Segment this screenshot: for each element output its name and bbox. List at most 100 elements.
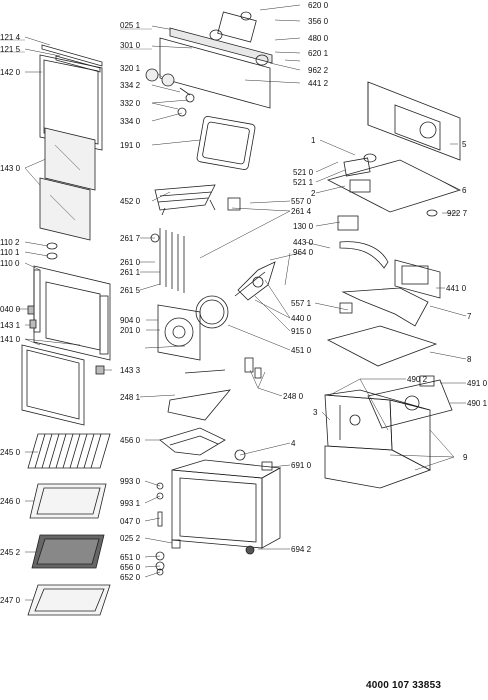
- part-label: 456 0: [120, 436, 141, 445]
- inner-door-glass: [21, 344, 85, 426]
- part-label: 047 0: [120, 517, 141, 526]
- drip-pan: [27, 584, 111, 616]
- part-label: 040 0: [0, 305, 21, 314]
- knobs: [145, 68, 195, 117]
- part-label: 521 0: [293, 168, 314, 177]
- part-label: 301 0: [120, 41, 141, 50]
- part-label: 3: [313, 408, 318, 417]
- part-label: 452 0: [120, 197, 141, 206]
- part-label: 247 0: [0, 596, 21, 605]
- fan-cover-plate: [157, 304, 201, 361]
- part-label: 441 2: [308, 79, 329, 88]
- part-label: 491 0: [467, 379, 488, 388]
- part-label: 191 0: [120, 141, 141, 150]
- top-cover-panel: [367, 81, 461, 161]
- part-label: 9: [463, 453, 468, 462]
- part-label: 025 2: [120, 534, 141, 543]
- air-duct: [339, 287, 429, 327]
- part-label: 490 2: [407, 375, 428, 384]
- part-label: 320 1: [120, 64, 141, 73]
- probe-and-wires: [184, 357, 262, 379]
- door-gasket: [196, 116, 256, 170]
- part-label: 2: [311, 189, 316, 198]
- part-label: 6: [462, 186, 467, 195]
- part-label: 245 0: [0, 448, 21, 457]
- part-label: 620 0: [308, 1, 329, 10]
- part-label: 440 0: [291, 314, 312, 323]
- part-label: 356 0: [308, 17, 329, 26]
- oven-housing: [324, 389, 431, 489]
- bottom-element: [159, 427, 226, 456]
- part-label: 441 0: [446, 284, 467, 293]
- part-label: 248 1: [120, 393, 141, 402]
- part-label: 141 0: [0, 335, 21, 344]
- part-label: 121 5: [0, 45, 21, 54]
- part-label: 261 5: [120, 286, 141, 295]
- control-panel-top: [159, 11, 273, 109]
- part-label: 7: [467, 312, 472, 321]
- part-label: 332 0: [120, 99, 141, 108]
- part-label: 443 0: [293, 238, 314, 247]
- part-label: 110 0: [0, 259, 20, 268]
- fan-shroud-slats: [150, 228, 185, 293]
- part-label: 922 7: [447, 209, 468, 218]
- part-label: 962 2: [308, 66, 329, 75]
- part-label: 121 4: [0, 33, 21, 42]
- part-label: 964 0: [293, 248, 314, 257]
- fan-ring: [195, 295, 229, 329]
- part-label: 248 0: [283, 392, 304, 401]
- part-label: 694 2: [291, 545, 312, 554]
- part-label: 480 0: [308, 34, 329, 43]
- door-trim-strips: [41, 44, 103, 73]
- inner-door-frame: [27, 265, 111, 375]
- document-number: 4000 107 33853: [366, 680, 442, 691]
- part-label: 143 0: [0, 164, 21, 173]
- part-label: 143 1: [0, 321, 21, 330]
- part-label: 490 1: [467, 399, 488, 408]
- hinge-washers: [46, 242, 58, 260]
- label-underlines: [0, 28, 152, 53]
- part-label: 110 2: [0, 238, 20, 247]
- part-label: 993 0: [120, 477, 141, 486]
- cabinet-plate-8: [326, 325, 438, 367]
- part-label: 1: [311, 136, 316, 145]
- part-label: 521 1: [293, 178, 314, 187]
- part-label: 130 0: [293, 222, 314, 231]
- part-label: 261 0: [120, 258, 141, 267]
- part-label: 651 0: [120, 553, 141, 562]
- grill-tray: [31, 534, 105, 569]
- part-label: 451 0: [291, 346, 312, 355]
- part-label: 5: [462, 140, 467, 149]
- small-fittings: [155, 449, 273, 576]
- part-label: 557 1: [291, 299, 312, 308]
- part-label: 143 3: [120, 366, 141, 375]
- baking-tray: [29, 483, 107, 519]
- top-plate: [326, 153, 462, 217]
- fan-assembly: [234, 261, 276, 301]
- part-label: 620 1: [308, 49, 329, 58]
- oven-cavity-front: [171, 459, 282, 549]
- part-label: 656 0: [120, 563, 141, 572]
- part-label: 993 1: [120, 499, 141, 508]
- outer-door-glass: [39, 54, 103, 151]
- part-label: 025 1: [120, 21, 141, 30]
- part-label: 334 0: [120, 117, 141, 126]
- part-label: 261 1: [120, 268, 141, 277]
- part-label: 557 0: [291, 197, 312, 206]
- part-label: 201 0: [120, 326, 141, 335]
- part-label: 142 0: [0, 68, 21, 77]
- part-label: 904 0: [120, 316, 141, 325]
- part-label: 691 0: [291, 461, 312, 470]
- part-label: 261 4: [291, 207, 312, 216]
- part-label: 8: [467, 355, 472, 364]
- oven-rack: [27, 433, 111, 469]
- part-label: 246 0: [0, 497, 21, 506]
- part-label: 334 2: [120, 81, 141, 90]
- part-label: 110 1: [0, 248, 20, 257]
- cooling-fan-motor: [337, 215, 389, 269]
- heating-element: [154, 184, 241, 216]
- heat-shield: [167, 389, 231, 421]
- part-label: 261 7: [120, 234, 141, 243]
